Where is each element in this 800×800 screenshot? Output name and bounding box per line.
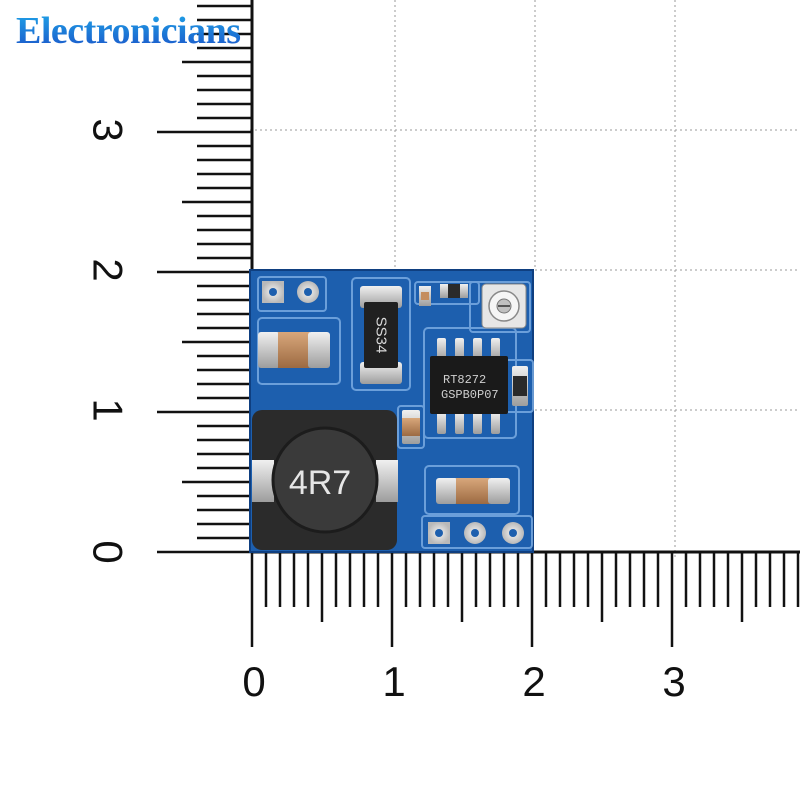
- vertical-ruler: 0 1 2 3: [85, 0, 254, 564]
- capacitor-small: [402, 410, 420, 444]
- ic-chip: RT8272 GSPB0P07: [430, 338, 508, 434]
- grid-lines: [250, 0, 800, 560]
- diode-label: SS34: [373, 317, 390, 354]
- chip-line-1: RT8272: [443, 373, 486, 387]
- horizontal-ruler: 0 1 2 3: [242, 550, 800, 705]
- v-label-1: 1: [85, 398, 132, 421]
- diode-ss34: SS34: [360, 286, 402, 384]
- bottom-pads: [428, 522, 524, 544]
- h-label-1: 1: [382, 658, 405, 705]
- resistor-top: [419, 284, 468, 306]
- brand-watermark: Electronicians: [16, 10, 241, 52]
- v-label-2: 2: [85, 258, 132, 281]
- pcb-board: SS34: [249, 269, 534, 553]
- v-label-0: 0: [85, 540, 132, 563]
- h-label-3: 3: [662, 658, 685, 705]
- v-label-3: 3: [85, 118, 132, 141]
- chip-line-2: GSPB0P07: [441, 388, 499, 402]
- inductor: 4R7: [252, 410, 398, 550]
- h-label-0: 0: [242, 658, 265, 705]
- capacitor-left: [258, 332, 330, 368]
- h-label-2: 2: [522, 658, 545, 705]
- inductor-label: 4R7: [289, 464, 351, 502]
- resistor-right: [512, 366, 528, 406]
- capacitor-bottom: [436, 478, 510, 504]
- potentiometer: [481, 283, 527, 329]
